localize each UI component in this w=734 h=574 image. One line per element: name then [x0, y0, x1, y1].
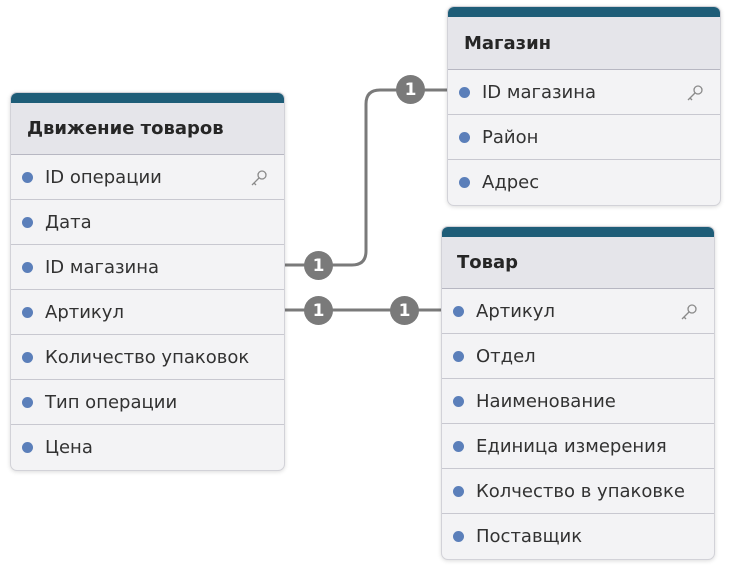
- cardinality-badge-store-end[interactable]: 1: [396, 75, 425, 104]
- cardinality-badge-movement-store[interactable]: 1: [304, 251, 333, 280]
- field-dot-icon: [453, 350, 464, 362]
- field-label: Поставщик: [476, 526, 583, 547]
- field-label: Тип операции: [45, 391, 178, 413]
- field-label: Артикул: [45, 301, 124, 323]
- field-label: Колчество в упаковке: [476, 480, 685, 502]
- table-movement[interactable]: Движение товаров ID операции Дата ID маг…: [10, 92, 285, 471]
- table-title-text: Магазин: [464, 32, 552, 54]
- table-title[interactable]: Движение товаров: [11, 103, 284, 155]
- key-icon: [251, 170, 267, 186]
- field-dot-icon: [453, 305, 464, 317]
- table-title[interactable]: Товар: [442, 237, 714, 289]
- field-label: ID магазина: [482, 81, 597, 103]
- field-dot-icon: [459, 177, 470, 188]
- field-label: Единица измерения: [476, 435, 667, 457]
- table-store[interactable]: Магазин ID магазина Район Адрес: [447, 6, 721, 206]
- store-relationship-line: [285, 88, 448, 267]
- field-label: ID операции: [45, 166, 162, 188]
- field-row[interactable]: Единица измерения: [442, 424, 714, 469]
- field-dot-icon: [22, 171, 33, 183]
- field-label: Район: [482, 126, 539, 148]
- table-title-text: Движение товаров: [27, 118, 224, 139]
- table-title[interactable]: Магазин: [448, 17, 720, 70]
- cardinality-badge-movement-product[interactable]: 1: [304, 296, 333, 325]
- field-label: Артикул: [476, 300, 555, 322]
- field-row[interactable]: Отдел: [442, 334, 714, 379]
- field-dot-icon: [453, 485, 464, 497]
- field-dot-icon: [459, 131, 470, 143]
- field-dot-icon: [22, 306, 33, 318]
- field-row[interactable]: Количество упаковок: [11, 335, 284, 380]
- field-row[interactable]: Артикул: [11, 290, 284, 335]
- field-row[interactable]: Поставщик: [442, 514, 714, 559]
- field-row[interactable]: Наименование: [442, 379, 714, 424]
- field-label: Отдел: [476, 345, 536, 367]
- table-product[interactable]: Товар Артикул Отдел Наименование Единица…: [441, 226, 715, 560]
- table-accent-bar: [11, 93, 284, 103]
- field-row[interactable]: ID операции: [11, 155, 284, 200]
- field-row[interactable]: Колчество в упаковке: [442, 469, 714, 514]
- field-label: Цена: [45, 437, 93, 458]
- field-dot-icon: [453, 395, 464, 407]
- field-row[interactable]: ID магазина: [11, 245, 284, 290]
- field-dot-icon: [22, 216, 33, 228]
- field-dot-icon: [453, 531, 464, 542]
- field-label: Дата: [45, 211, 92, 233]
- key-icon: [681, 304, 697, 320]
- table-title-text: Товар: [457, 252, 519, 273]
- cardinality-badge-product-end[interactable]: 1: [390, 296, 419, 325]
- field-row[interactable]: Дата: [11, 200, 284, 245]
- field-dot-icon: [22, 261, 33, 273]
- field-label: Наименование: [476, 390, 616, 412]
- field-row[interactable]: ID магазина: [448, 70, 720, 115]
- field-label: Количество упаковок: [45, 346, 250, 368]
- key-icon: [687, 85, 703, 101]
- field-row[interactable]: Тип операции: [11, 380, 284, 425]
- table-accent-bar: [442, 227, 714, 237]
- field-dot-icon: [453, 440, 464, 452]
- field-dot-icon: [22, 442, 33, 453]
- field-label: Адрес: [482, 172, 540, 193]
- field-row[interactable]: Адрес: [448, 160, 720, 205]
- field-dot-icon: [22, 351, 33, 363]
- field-row[interactable]: Цена: [11, 425, 284, 470]
- field-row[interactable]: Артикул: [442, 289, 714, 334]
- field-label: ID магазина: [45, 256, 160, 278]
- table-accent-bar: [448, 7, 720, 17]
- field-row[interactable]: Район: [448, 115, 720, 160]
- field-dot-icon: [22, 396, 33, 408]
- field-dot-icon: [459, 86, 470, 98]
